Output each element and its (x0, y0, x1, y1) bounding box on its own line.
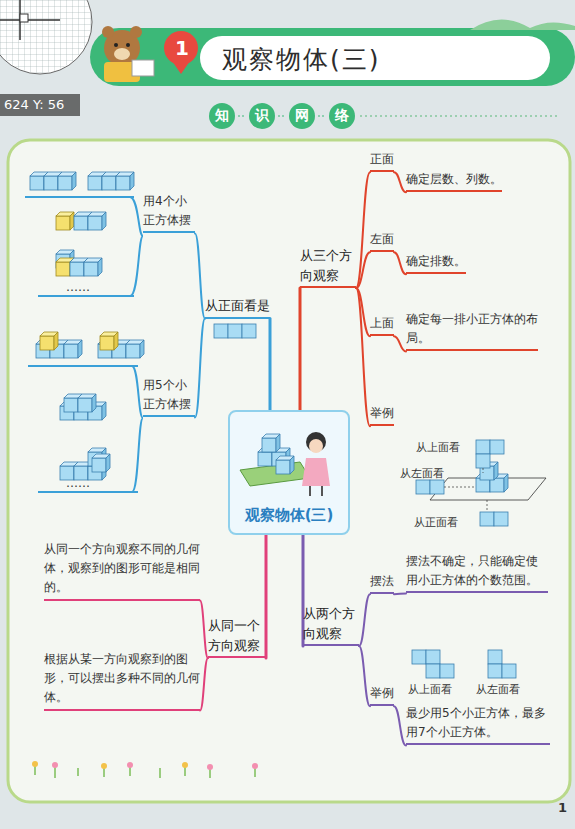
mindmap-branch (195, 319, 205, 418)
node-text: 举例 (370, 684, 394, 703)
detail-text: 从同一个方向观察不同的几何体，观察到的图形可能是相同的。 (44, 540, 200, 601)
node-text: 正面 (370, 150, 394, 169)
detail-text: 确定每一排小正方体的布局。 (406, 310, 538, 351)
sub-label: 左面 (370, 230, 394, 252)
node-text: 摆法 (370, 572, 394, 591)
mindmap-branch (359, 646, 370, 706)
badge-number: 1 (175, 36, 189, 60)
detail-text: 确定层数、列数。 (406, 170, 502, 192)
node-text: 用4个小正方体摆 (143, 192, 195, 230)
detail-text: 最少用5个小正方体，最多用7个小正方体。 (406, 704, 550, 745)
branch-label: 从两个方向观察 (303, 604, 359, 646)
mindmap-branch (356, 172, 370, 288)
mindmap-branch (394, 172, 406, 192)
node-text: 从正面看是 (205, 296, 270, 316)
node-text: 左面 (370, 230, 394, 249)
page-number: 1 (558, 800, 567, 815)
node-text: 确定层数、列数。 (406, 170, 502, 189)
node-text: 上面 (370, 314, 394, 333)
node-text: 摆法不确定，只能确定使用小正方体的个数范围。 (406, 552, 548, 590)
mindmap-branch (265, 535, 268, 658)
branch-label: 从同一个方向观察 (208, 616, 266, 658)
mindmap-branch (269, 319, 272, 411)
heading-char: 识 (255, 107, 269, 125)
sub-label: 正面 (370, 150, 394, 172)
node-text: 举例 (370, 404, 394, 423)
center-box: 观察物体(三) (228, 410, 350, 535)
mindmap-branch (394, 706, 406, 745)
node-text: 根据从某一方向观察到的图形，可以摆出多种不同的几何体。 (44, 650, 200, 708)
node-text: 确定每一排小正方体的布局。 (406, 310, 538, 348)
coord-readout: 624 Y: 56 (4, 97, 64, 112)
view-label: 从左面看 (476, 682, 520, 697)
node-text: 观察物体(三) (230, 503, 348, 527)
page-title: 观察物体(三) (222, 43, 381, 76)
sub-label: 举例 (370, 404, 394, 426)
sub-label: 摆法 (370, 572, 394, 594)
heading-char: 络 (335, 107, 349, 125)
mindmap-branch (394, 592, 406, 595)
mindmap-branch (299, 288, 302, 410)
node-text: 最少用5个小正方体，最多用7个小正方体。 (406, 704, 550, 742)
node-text: 从同一个方向观察 (208, 616, 266, 655)
mindmap-branch (359, 594, 370, 646)
mindmap-branch (195, 233, 205, 318)
heading-char: 知 (215, 107, 229, 125)
node-text: 确定排数。 (406, 252, 466, 271)
mindmap-branch (394, 252, 406, 274)
view-label: 从上面看 (416, 440, 460, 455)
node-text: 用5个小正方体摆 (143, 376, 195, 414)
mindmap-branch (394, 336, 406, 351)
view-label: 从上面看 (408, 682, 452, 697)
sub-label: 举例 (370, 684, 394, 706)
view-label: 从正面看 (414, 515, 458, 530)
sub-label: 上面 (370, 314, 394, 336)
mindmap-branch (356, 288, 370, 426)
mindmap-branch (356, 252, 370, 288)
node-text: 从三个方向观察 (300, 246, 356, 285)
detail-text: 摆法不确定，只能确定使用小正方体的个数范围。 (406, 552, 548, 593)
mindmap-branch (200, 601, 208, 658)
ellipsis: …… (66, 476, 90, 490)
node-text: 从同一个方向观察不同的几何体，观察到的图形可能是相同的。 (44, 540, 200, 598)
view-label: 从左面看 (400, 466, 444, 481)
sub-label: 用4个小正方体摆 (143, 192, 195, 233)
branch-label: 从三个方向观察 (300, 246, 356, 288)
ellipsis: …… (66, 280, 90, 294)
sub-label: 用5个小正方体摆 (143, 376, 195, 417)
branch-label: 从正面看是 (205, 296, 270, 319)
mindmap-branch (200, 658, 208, 711)
heading-char: 网 (295, 107, 309, 125)
detail-text: 确定排数。 (406, 252, 466, 274)
node-text: 从两个方向观察 (303, 604, 359, 643)
detail-text: 根据从某一方向观察到的图形，可以摆出多种不同的几何体。 (44, 650, 200, 711)
